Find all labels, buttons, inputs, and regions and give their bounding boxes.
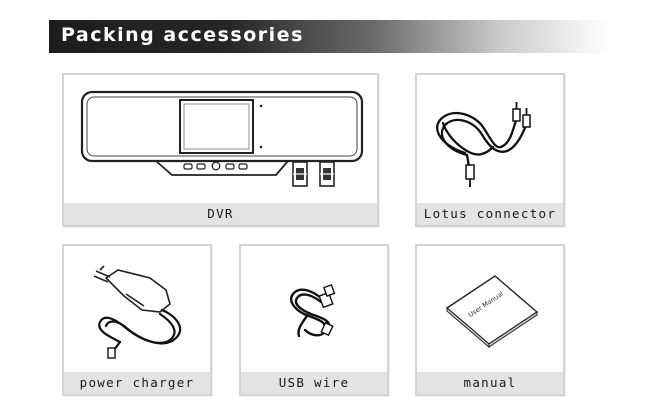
accessory-card-manual: User Manual manual bbox=[415, 244, 565, 396]
dvr-mirror-icon bbox=[80, 90, 364, 187]
accessory-label: DVR bbox=[64, 203, 377, 225]
accessory-card-dvr: DVR bbox=[62, 73, 379, 227]
manual-booklet-icon: User Manual bbox=[445, 275, 539, 349]
accessory-label: Lotus connector bbox=[417, 203, 563, 225]
accessory-label: USB wire bbox=[241, 372, 387, 394]
section-header-banner: Packing accessories bbox=[49, 20, 609, 53]
accessory-label: manual bbox=[417, 372, 563, 394]
accessory-card-power-charger: power charger bbox=[62, 244, 212, 396]
lotus-cable-icon bbox=[436, 102, 531, 187]
usb-cable-icon bbox=[290, 283, 336, 338]
car-charger-icon bbox=[93, 265, 182, 359]
accessory-card-usb-wire: USB wire bbox=[239, 244, 389, 396]
section-title: Packing accessories bbox=[61, 24, 304, 46]
accessory-label: power charger bbox=[64, 372, 210, 394]
accessory-card-lotus-connector: Lotus connector bbox=[415, 73, 565, 227]
